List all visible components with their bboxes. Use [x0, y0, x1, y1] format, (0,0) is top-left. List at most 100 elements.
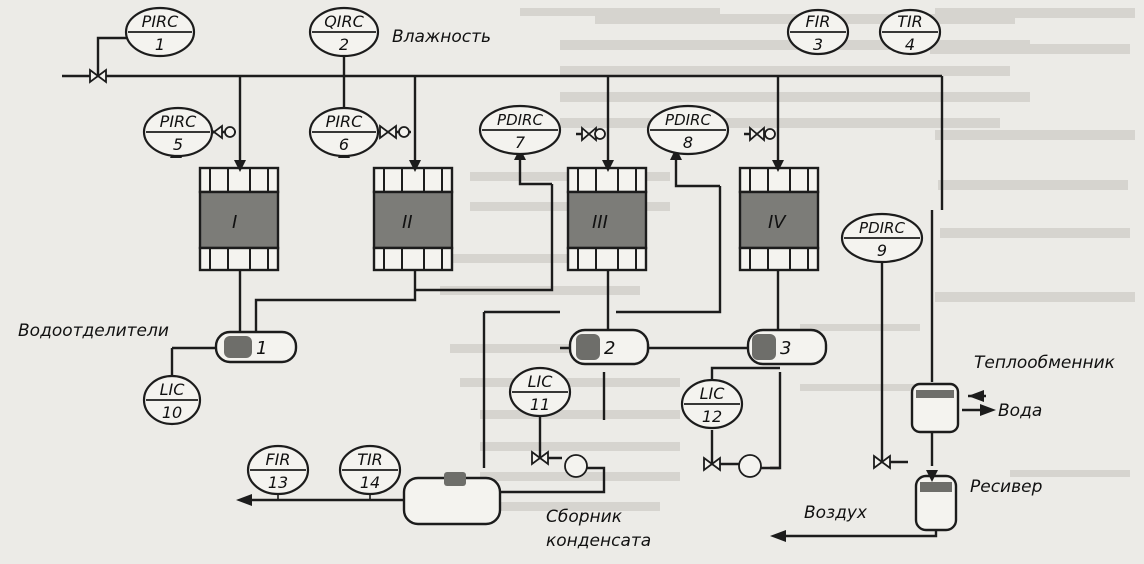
label-air: Воздух: [804, 503, 868, 523]
arrow-down-adsorber-1: [234, 160, 246, 172]
instrument-pirc-6: PIRC 6: [308, 106, 380, 158]
adsorber-3-label: III: [592, 212, 608, 233]
instrument-pdirc-8: PDIRC 8: [646, 104, 730, 156]
heat-exchanger: [910, 382, 960, 434]
label-heat-exchanger: Теплообменник: [974, 353, 1116, 373]
condensate-pump-2: [738, 454, 762, 478]
valve-air[interactable]: [873, 454, 891, 470]
water-separator-2-label: 2: [604, 338, 615, 359]
arrow-water-out: [980, 404, 996, 416]
cross-pipe-adsorber-3: [416, 184, 554, 292]
label-water-separators: Водоотделители: [18, 321, 169, 341]
label-water: Вода: [998, 401, 1042, 421]
header-to-exchanger-pipe: [930, 76, 944, 294]
outlet-pipe-adsorber-2: [254, 268, 417, 338]
water-separator-1-label: 1: [256, 338, 267, 359]
instrument-number: 14: [360, 473, 380, 492]
instrument-number: 5: [173, 135, 183, 154]
valve-pdirc7[interactable]: [581, 126, 606, 142]
label-humidity: Влажность: [392, 27, 491, 47]
instrument-number: 1: [155, 35, 165, 54]
instrument-code: PIRC: [326, 112, 363, 131]
lic11-valve-pipe: [538, 416, 562, 460]
valve-pirc6[interactable]: [379, 124, 410, 140]
adsorber-4-label: IV: [768, 212, 787, 233]
arrow-water-in: [968, 390, 984, 402]
instrument-code: FIR: [805, 12, 830, 31]
instrument-number: 8: [683, 133, 693, 152]
label-receiver: Ресивер: [970, 477, 1043, 497]
instrument-lic-10: LIC 10: [142, 374, 202, 426]
receiver: [914, 474, 958, 532]
pdirc8-pipe-left: [674, 152, 720, 188]
instrument-code: LIC: [700, 384, 726, 403]
adsorber-4: [738, 166, 820, 272]
instrument-pirc-5: PIRC 5: [142, 106, 214, 158]
instrument-code: LIC: [528, 372, 554, 391]
water-separator-3: [746, 328, 828, 366]
arrow-bottom-left: [236, 494, 252, 506]
instrument-lic-12: LIC 12: [680, 378, 744, 430]
water-separator-3-label: 3: [780, 338, 791, 359]
arrow-down-adsorber-4: [772, 160, 784, 172]
separator1-outlet-pipe: [482, 310, 560, 468]
instrument-code: FIR: [265, 450, 290, 469]
water-separator-2: [568, 328, 650, 366]
instrument-lic-11: LIC 11: [508, 366, 572, 418]
instrument-number: 2: [339, 35, 349, 54]
adsorber-2: [372, 166, 454, 272]
instrument-number: 4: [905, 35, 915, 54]
pirc1-branch-pipe: [96, 36, 128, 76]
condensate-collector: [402, 472, 502, 526]
instrument-code: LIC: [160, 380, 186, 399]
instrument-fir-13: FIR 13: [246, 444, 310, 496]
instrument-pirc-1: PIRC 1: [124, 6, 196, 58]
pdirc7-pipe-left: [518, 150, 552, 186]
instrument-number: 11: [530, 395, 550, 414]
cross-pipe-adsorber-4: [616, 186, 722, 314]
instrument-layer: PIRC1QIRC2FIR3TIR4PIRC5PIRC6PDIRC7PDIRC8…: [124, 6, 942, 496]
instrument-number: 12: [702, 407, 722, 426]
label-condensate-line-1: Сборник: [546, 507, 623, 527]
instrument-qirc-2: QIRC 2: [308, 6, 380, 58]
instrument-number: 7: [515, 133, 526, 152]
instrument-tir-4: TIR 4: [878, 8, 942, 56]
valve-lic12[interactable]: [703, 456, 721, 472]
valve-lic11[interactable]: [531, 450, 549, 466]
lic12-valve-pipe: [710, 430, 740, 466]
instrument-number: 3: [813, 35, 823, 54]
instrument-fir-3: FIR 3: [786, 8, 850, 56]
instrument-code: PIRC: [142, 12, 179, 31]
instrument-number: 6: [339, 135, 349, 154]
adsorber-1-label: I: [232, 212, 237, 233]
condensate-pump-1: [564, 454, 588, 478]
air-intake-pipe: [780, 460, 938, 538]
arrow-down-adsorber-2: [409, 160, 421, 172]
arrow-down-adsorber-3: [602, 160, 614, 172]
adsorber-3: [566, 166, 648, 272]
instrument-code: PDIRC: [859, 219, 905, 237]
arrow-air-outlet: [770, 530, 786, 542]
instrument-code: QIRC: [324, 12, 364, 31]
arrow-receiver: [926, 470, 938, 482]
instrument-code: PDIRC: [665, 111, 711, 129]
instrument-pdirc-9: PDIRC 9: [840, 212, 924, 264]
adsorber-2-label: II: [402, 212, 413, 233]
instrument-number: 10: [162, 403, 182, 422]
instrument-number: 9: [877, 241, 887, 260]
instrument-code: PIRC: [160, 112, 197, 131]
water-separator-1: [214, 330, 298, 364]
valve-pirc1[interactable]: [89, 68, 107, 84]
valve-pdirc8[interactable]: [749, 126, 776, 142]
condensate-line-lic11: [470, 466, 606, 494]
instrument-code: PDIRC: [497, 111, 543, 129]
separator3-drain-pipe: [770, 372, 782, 470]
adsorber-1: [198, 166, 280, 272]
instrument-pdirc-7: PDIRC 7: [478, 104, 562, 156]
instrument-code: TIR: [897, 12, 923, 31]
instrument-number: 13: [268, 473, 288, 492]
label-condensate-line-2: конденсата: [546, 531, 651, 551]
